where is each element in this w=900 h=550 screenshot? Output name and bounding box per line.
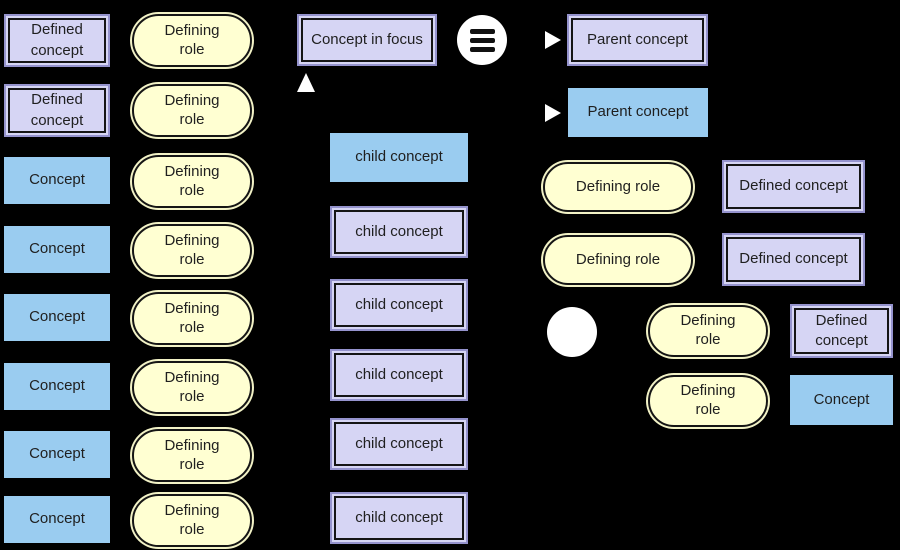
defining-role-pill[interactable]: Defining role bbox=[132, 429, 252, 482]
defined-concept-label: Defined concept bbox=[726, 164, 861, 209]
parent-concept-label: Parent concept bbox=[571, 18, 704, 62]
defining-role-label: Defining role bbox=[164, 91, 220, 128]
concept-box[interactable]: Concept bbox=[4, 157, 110, 204]
concept-box[interactable]: Concept bbox=[790, 375, 893, 425]
concept-box[interactable]: Concept bbox=[4, 294, 110, 341]
defining-role-pill[interactable]: Defining role bbox=[132, 292, 252, 345]
concept-in-focus-label: Concept in focus bbox=[301, 18, 433, 62]
defining-role-label: Defining role bbox=[680, 382, 736, 418]
concept-in-focus-box[interactable]: Concept in focus bbox=[297, 14, 437, 66]
concept-box[interactable]: Concept bbox=[4, 431, 110, 478]
parent-concept-box[interactable]: Parent concept bbox=[568, 88, 708, 137]
concept-box[interactable]: Concept bbox=[4, 226, 110, 273]
defining-role-pill[interactable]: Defining role bbox=[132, 155, 252, 208]
concept-box[interactable]: Concept bbox=[4, 363, 110, 410]
defining-role-pill[interactable]: Defining role bbox=[543, 162, 693, 212]
child-concept-box[interactable]: child concept bbox=[330, 349, 468, 401]
child-concept-label: child concept bbox=[334, 422, 464, 466]
equivalence-bar bbox=[469, 46, 495, 52]
defined-concept-label: Defined concept bbox=[794, 308, 889, 354]
defining-role-label: Defining role bbox=[164, 368, 220, 405]
equivalence-bar bbox=[469, 28, 495, 34]
defining-role-label: Defining role bbox=[164, 162, 220, 199]
defining-role-label: Defining role bbox=[164, 501, 220, 538]
subtype-right-arrow-icon bbox=[545, 104, 561, 122]
defined-concept-box[interactable]: Defined concept bbox=[722, 160, 865, 213]
defining-role-pill[interactable]: Defining role bbox=[132, 14, 252, 67]
child-concept-label: child concept bbox=[334, 210, 464, 254]
child-concept-box[interactable]: child concept bbox=[330, 206, 468, 258]
defining-role-label: Defining role bbox=[164, 21, 220, 58]
defining-role-label: Defining role bbox=[680, 312, 736, 348]
defining-role-pill[interactable]: Defining role bbox=[543, 235, 693, 285]
defined-concept-box[interactable]: Defined concept bbox=[4, 84, 110, 137]
subtype-up-arrow-icon bbox=[297, 73, 315, 92]
defining-role-label: Defining role bbox=[164, 299, 220, 336]
role-group-icon bbox=[547, 307, 597, 357]
defining-role-pill[interactable]: Defining role bbox=[132, 84, 252, 137]
child-concept-box[interactable]: child concept bbox=[330, 279, 468, 331]
child-concept-label: child concept bbox=[334, 283, 464, 327]
defined-concept-box[interactable]: Defined concept bbox=[4, 14, 110, 67]
defined-concept-label: Defined concept bbox=[8, 88, 106, 133]
concept-box[interactable]: Concept bbox=[4, 496, 110, 543]
defined-concept-box[interactable]: Defined concept bbox=[790, 304, 893, 358]
defining-role-pill[interactable]: Defining role bbox=[648, 375, 768, 427]
defining-role-label: Defining role bbox=[164, 231, 220, 268]
defining-role-pill[interactable]: Defining role bbox=[132, 494, 252, 547]
equivalence-bar bbox=[469, 37, 495, 43]
defining-role-pill[interactable]: Defining role bbox=[648, 305, 768, 357]
defined-concept-box[interactable]: Defined concept bbox=[722, 233, 865, 286]
equivalence-icon bbox=[457, 15, 507, 65]
defined-concept-label: Defined concept bbox=[726, 237, 861, 282]
parent-concept-box[interactable]: Parent concept bbox=[567, 14, 708, 66]
child-concept-box[interactable]: child concept bbox=[330, 492, 468, 544]
child-concept-box[interactable]: child concept bbox=[330, 133, 468, 182]
child-concept-box[interactable]: child concept bbox=[330, 418, 468, 470]
defined-concept-label: Defined concept bbox=[8, 18, 106, 63]
child-concept-label: child concept bbox=[334, 496, 464, 540]
child-concept-label: child concept bbox=[334, 353, 464, 397]
defining-role-label: Defining role bbox=[164, 436, 220, 473]
defining-role-pill[interactable]: Defining role bbox=[132, 224, 252, 277]
subtype-right-arrow-icon bbox=[545, 31, 561, 49]
defining-role-pill[interactable]: Defining role bbox=[132, 361, 252, 414]
